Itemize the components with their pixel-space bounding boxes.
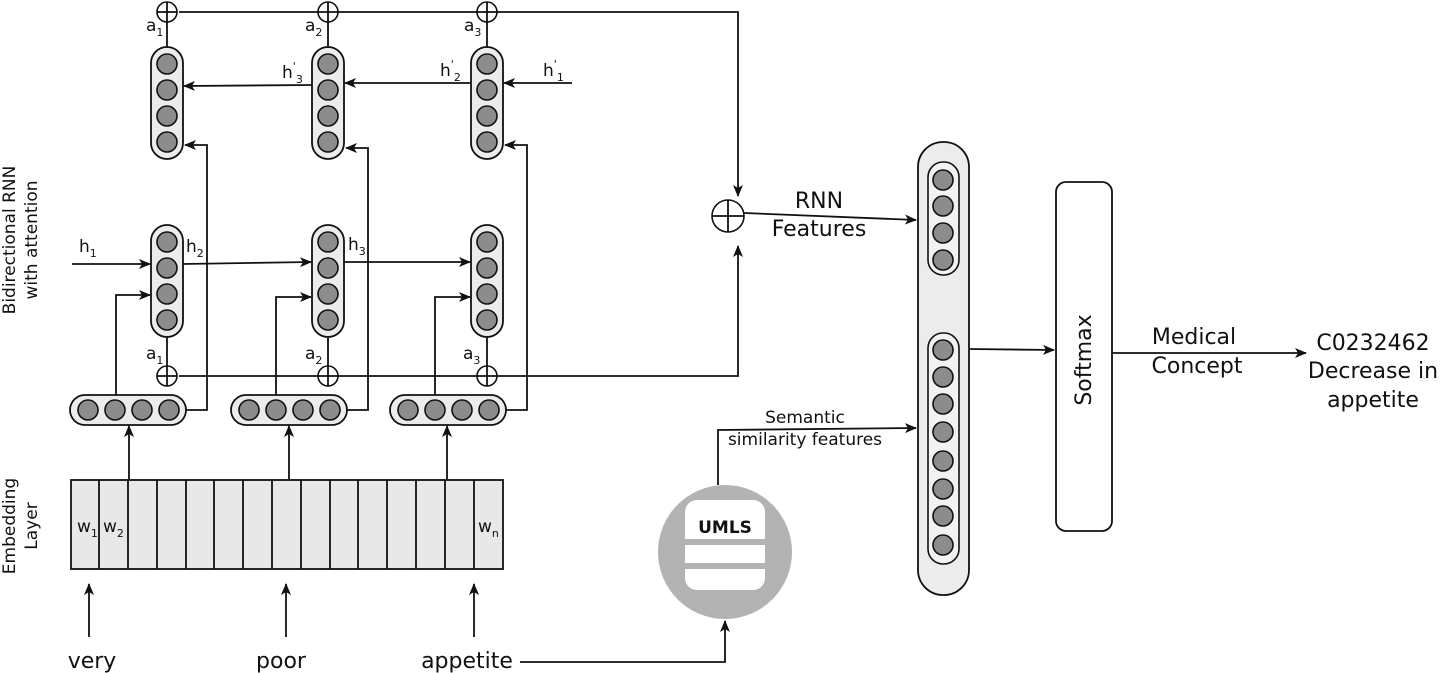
word-vector-2 <box>230 394 348 426</box>
to-backward-cell-1 <box>184 140 208 411</box>
label-h1: h1 <box>79 237 97 260</box>
to-backward-cell-3 <box>504 140 528 411</box>
appetite-to-umls-arrow <box>520 620 730 663</box>
sum-node-top-2 <box>317 1 339 23</box>
forward-rnn-cell-1 <box>150 224 184 338</box>
embedding-layer <box>70 479 504 570</box>
combiner-sum-node <box>711 199 745 233</box>
rnn-features-label-line2: Features <box>772 217 867 242</box>
semantic-features-label-line2: similarity features <box>728 430 882 450</box>
input-word-very: very <box>68 649 117 673</box>
output-label-line2: Concept <box>1152 354 1243 379</box>
to-forward-cell-3 <box>434 292 471 395</box>
output-concept-name-line2: appetite <box>1327 388 1419 413</box>
attention-label-top-2: a2 <box>305 16 322 39</box>
embedding-cell-wn: wn <box>478 517 499 540</box>
backward-rnn-cell-2 <box>311 46 345 160</box>
attention-label-bottom-1: a1 <box>146 344 163 367</box>
backward-rnn-cell-3 <box>470 46 504 160</box>
to-forward-cell-2 <box>275 292 312 395</box>
label-h-prime-1: h'1 <box>543 58 564 84</box>
feature-concat-column <box>917 141 970 596</box>
embedding-side-label-line2: Layer <box>22 502 42 549</box>
rnn-features-arrow <box>743 212 917 225</box>
sum-node-bottom-3 <box>476 365 498 387</box>
to-backward-cell-2 <box>345 143 369 411</box>
input-word-appetite: appetite <box>421 649 513 673</box>
attention-label-bottom-3: a3 <box>463 344 480 367</box>
to-forward-cell-1 <box>115 290 151 395</box>
rnn-side-label-line2: with attention <box>22 180 42 299</box>
sum-node-top-1 <box>156 1 178 23</box>
backward-h3-arrow <box>183 80 313 91</box>
top-attention-line <box>179 11 743 197</box>
rnn-side-label-line1: Bidirectional RNN <box>0 166 20 315</box>
softmax-box <box>1055 181 1113 532</box>
semantic-features-label-line1: Semantic <box>765 408 845 428</box>
embedding-cell-w2: w2 <box>103 517 124 540</box>
label-h-prime-2: h'2 <box>440 58 461 84</box>
label-h-prime-3: h'3 <box>282 60 303 86</box>
umls-database-icon <box>658 485 792 619</box>
label-h3: h3 <box>348 235 366 258</box>
embedding-side-label-line1: Embedding <box>0 478 20 574</box>
softmax-label: Softmax <box>1072 314 1097 405</box>
backward-rnn-cell-1 <box>150 46 184 160</box>
bottom-attention-line <box>179 245 743 377</box>
forward-h2-arrow <box>182 257 312 268</box>
input-word-poor: poor <box>256 649 307 673</box>
attention-label-bottom-2: a2 <box>305 344 322 367</box>
sum-node-bottom-2 <box>317 365 339 387</box>
semantic-features-arrow <box>717 423 917 485</box>
concat-to-softmax-arrow <box>968 344 1055 355</box>
attention-label-top-1: a1 <box>146 16 163 39</box>
forward-rnn-cell-2 <box>311 224 345 338</box>
rnn-features-label-line1: RNN <box>795 189 843 214</box>
output-concept-id: C0232462 <box>1316 331 1429 356</box>
embedding-cell-w1: w1 <box>77 517 98 540</box>
output-concept-name-line1: Decrease in <box>1308 359 1438 384</box>
forward-rnn-cell-3 <box>470 224 504 338</box>
label-h2: h2 <box>186 237 204 260</box>
sum-node-top-3 <box>476 1 498 23</box>
word-vector-3 <box>389 394 507 426</box>
word-vector-1 <box>69 394 187 426</box>
sum-node-bottom-1 <box>156 365 178 387</box>
output-label-line1: Medical <box>1152 325 1236 350</box>
attention-label-top-3: a3 <box>464 16 481 39</box>
umls-label: UMLS <box>698 518 752 538</box>
